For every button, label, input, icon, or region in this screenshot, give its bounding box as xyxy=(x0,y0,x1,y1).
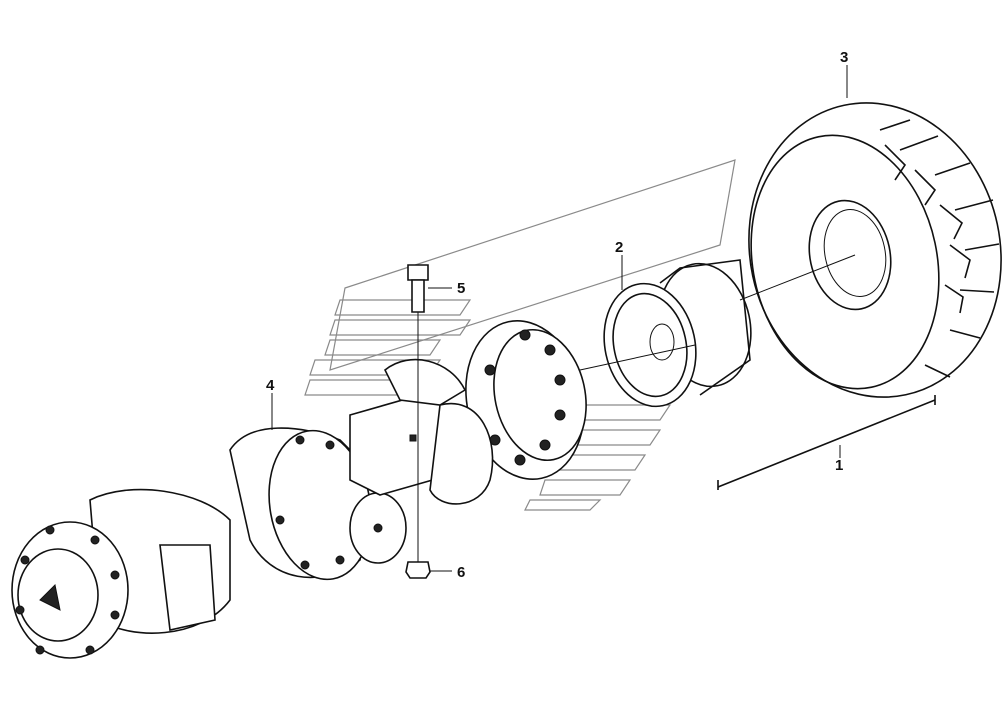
leader-lines xyxy=(271,65,936,572)
left-hub xyxy=(11,488,231,659)
callout-5: 5 xyxy=(457,280,465,297)
axle-housing xyxy=(229,427,407,581)
tire xyxy=(748,102,1002,398)
callout-1: 1 xyxy=(835,457,843,474)
callout-4: 4 xyxy=(266,377,275,394)
callout-2: 2 xyxy=(615,239,623,256)
nut xyxy=(405,561,431,579)
rim xyxy=(603,259,752,408)
bolt xyxy=(407,264,429,313)
mounting-bracket xyxy=(349,358,494,505)
wheel-hub xyxy=(465,320,587,480)
callout-6: 6 xyxy=(457,564,465,581)
callout-3: 3 xyxy=(840,49,848,66)
